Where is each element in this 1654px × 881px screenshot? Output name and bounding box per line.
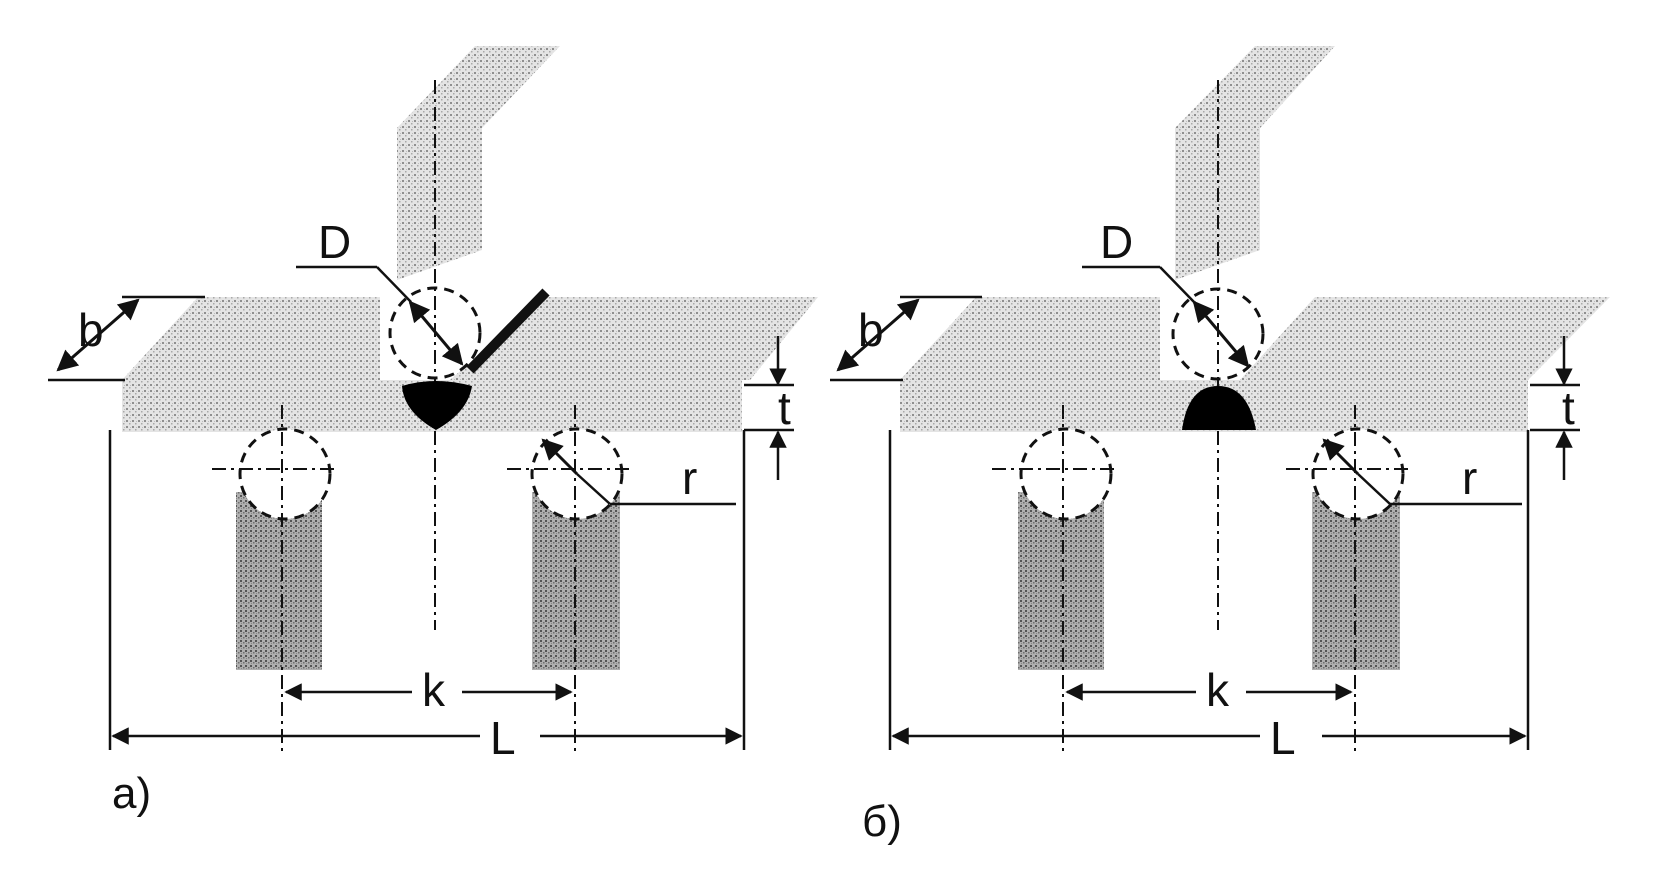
label-k-b: k: [1206, 664, 1230, 716]
plate-top-a-left: [122, 297, 380, 380]
label-t-a: t: [778, 382, 791, 434]
caption-a: а): [112, 769, 151, 818]
label-k-a: k: [422, 664, 446, 716]
weld-bead-a: [402, 381, 472, 430]
label-b-b: b: [858, 304, 884, 356]
label-L-a: L: [490, 712, 516, 764]
torch-b: [1175, 46, 1335, 280]
bore-left-a: [238, 427, 332, 521]
electrode-a: [466, 288, 550, 374]
label-t-b: t: [1562, 382, 1575, 434]
plate-top-b-right: [1240, 297, 1610, 380]
label-d-b: D: [1100, 216, 1133, 268]
label-r-a: r: [682, 452, 697, 504]
panel-b: D b t r k L б): [830, 46, 1610, 846]
panel-a: D b t r k L а): [48, 46, 818, 818]
label-d-a: D: [318, 216, 351, 268]
tube-left-a: [236, 492, 322, 670]
label-r-b: r: [1462, 452, 1477, 504]
label-b-a: b: [78, 304, 104, 356]
plate-top-b-left: [900, 297, 1160, 380]
bore-left-b: [1019, 427, 1113, 521]
tube-left-b: [1018, 492, 1104, 670]
plate-top-a-right: [450, 297, 818, 380]
weld-bead-b: [1182, 386, 1256, 430]
d-circle-a: [388, 286, 482, 380]
torch-a: [397, 46, 560, 280]
label-L-b: L: [1270, 712, 1296, 764]
d-circle-b: [1171, 287, 1265, 381]
caption-b: б): [862, 797, 902, 846]
